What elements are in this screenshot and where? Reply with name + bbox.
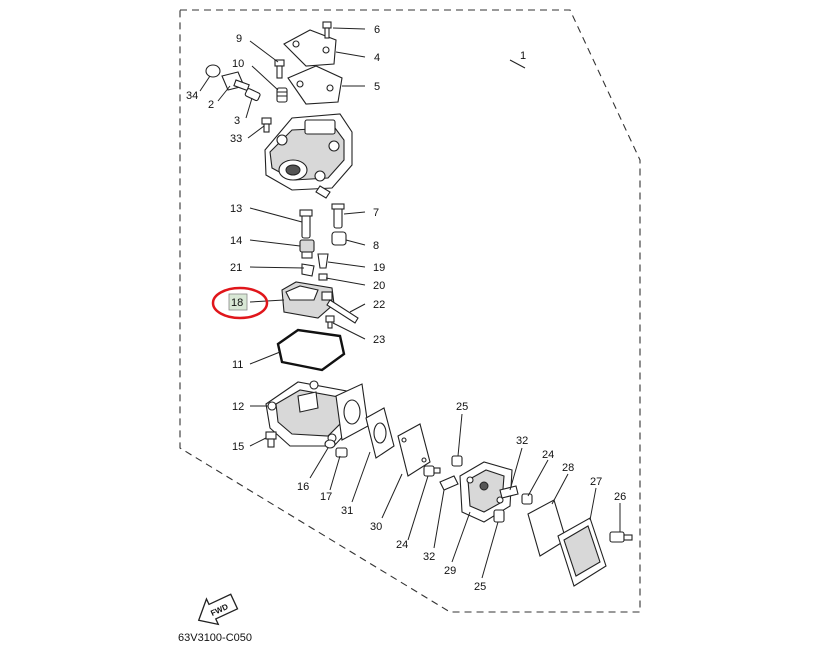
callout-14: 14 [230, 235, 242, 247]
callout-17: 17 [320, 491, 332, 503]
pilot-screw-2 [221, 71, 250, 92]
callout-32b: 32 [423, 551, 435, 563]
callout-31: 31 [341, 505, 353, 517]
drain-plug-17 [335, 447, 348, 458]
callout-33: 33 [230, 133, 242, 145]
callout-1: 1 [520, 50, 526, 62]
callout-23: 23 [373, 334, 385, 346]
screw-23 [325, 315, 335, 329]
callout-2: 2 [208, 99, 214, 111]
callout-13: 13 [230, 203, 242, 215]
screw-33 [261, 117, 272, 133]
drawing-code: 63V3100-C050 [178, 632, 252, 644]
screw-9 [274, 59, 285, 79]
main-jet-14 [299, 239, 315, 259]
callout-18-highlight-box [228, 293, 248, 311]
float-gasket-11 [276, 328, 346, 372]
washer-16 [324, 439, 336, 449]
gasket-28 [527, 499, 567, 557]
callout-10: 10 [232, 58, 244, 70]
screw-26 [609, 531, 633, 543]
callout-24a: 24 [396, 539, 408, 551]
main-nozzle-13 [299, 209, 313, 239]
spring-3 [244, 88, 261, 102]
pilot-jet-7 [331, 203, 345, 229]
float-18 [281, 281, 335, 319]
callout-27: 27 [590, 476, 602, 488]
assembly-boundary [179, 9, 641, 613]
cap-34 [205, 64, 221, 78]
pump-cover-27 [557, 517, 607, 587]
callout-24b: 24 [542, 449, 554, 461]
callout-25b: 25 [474, 581, 486, 593]
screw-24b [521, 493, 533, 505]
callout-30: 30 [370, 521, 382, 533]
callout-20: 20 [373, 280, 385, 292]
callout-22: 22 [373, 299, 385, 311]
screw-25a [451, 455, 463, 467]
callout-labels: 6 9 1 4 10 34 5 2 3 33 13 7 14 8 21 19 2… [186, 24, 626, 593]
callout-7: 7 [373, 207, 379, 219]
callout-12: 12 [232, 401, 244, 413]
callout-26: 26 [614, 491, 626, 503]
callout-8: 8 [373, 240, 379, 252]
fwd-arrow-icon: FWD [197, 593, 239, 626]
spring-10 [276, 87, 288, 103]
callout-18-red-circle [211, 286, 269, 320]
plug-8 [331, 231, 347, 246]
float-chamber-12 [265, 380, 369, 447]
clip-21 [301, 263, 315, 277]
callout-28: 28 [562, 462, 574, 474]
fuel-pump-body-29 [459, 461, 513, 523]
callout-18: 18 [231, 297, 243, 309]
callout-5: 5 [374, 81, 380, 93]
callout-25a: 25 [456, 401, 468, 413]
screw-6 [322, 21, 332, 39]
callout-9: 9 [236, 33, 242, 45]
screw-15 [265, 431, 277, 448]
callout-3: 3 [234, 115, 240, 127]
screw-20 [318, 273, 328, 281]
callout-11: 11 [232, 359, 243, 371]
carburetor-body [264, 113, 353, 199]
pin-22 [326, 299, 359, 324]
screw-24a [423, 465, 441, 477]
leader-lines [199, 27, 621, 579]
valve-32a [439, 475, 459, 491]
callout-16: 16 [297, 481, 309, 493]
gasket-4 [283, 29, 337, 67]
callout-15: 15 [232, 441, 244, 453]
screw-25b [493, 509, 505, 523]
callout-32a: 32 [516, 435, 528, 447]
gasket-31 [365, 407, 395, 459]
callout-4: 4 [374, 52, 380, 64]
callout-29: 29 [444, 565, 456, 577]
diaphragm-30 [397, 423, 431, 477]
plate-5 [287, 65, 343, 105]
callout-6: 6 [374, 24, 380, 36]
needle-valve-19 [317, 253, 329, 269]
callout-21: 21 [230, 262, 242, 274]
callout-34: 34 [186, 90, 198, 102]
callout-19: 19 [373, 262, 385, 274]
